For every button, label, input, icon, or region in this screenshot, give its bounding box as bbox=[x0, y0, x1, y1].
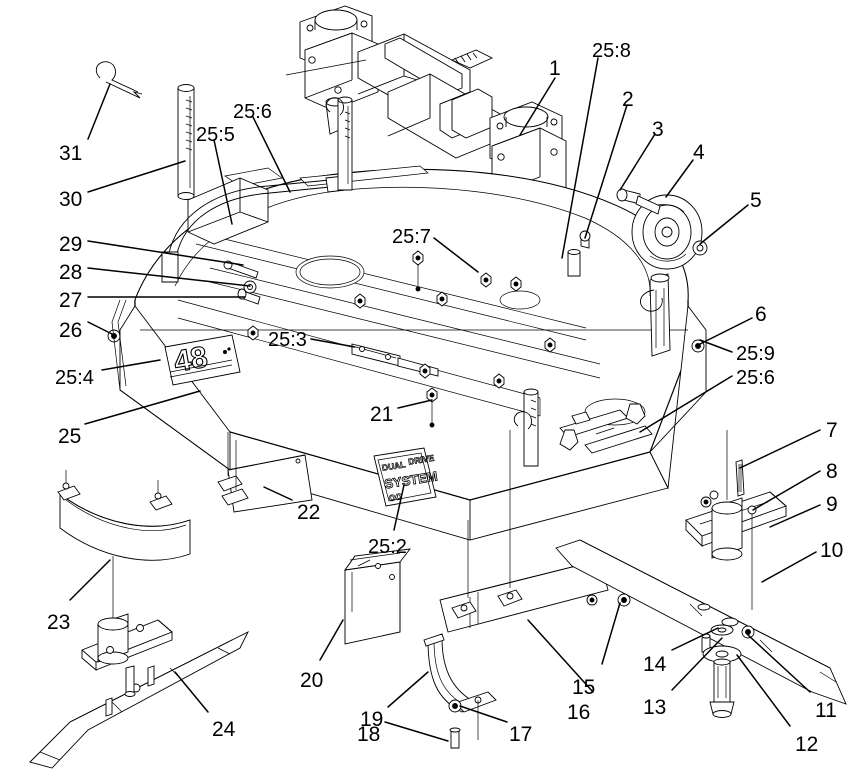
callout-16[interactable]: 16 bbox=[567, 701, 591, 724]
height-pins-and-rods bbox=[95, 61, 581, 467]
size-decal-48: 48 bbox=[164, 334, 241, 386]
leader-line-5 bbox=[699, 204, 749, 245]
callout-29[interactable]: 29 bbox=[59, 233, 83, 256]
leader-line-25-2 bbox=[393, 484, 405, 531]
callout-10[interactable]: 10 bbox=[820, 539, 844, 562]
part-19-baffle-curved bbox=[423, 633, 497, 740]
svg-text:48: 48 bbox=[171, 341, 210, 379]
callout-15[interactable]: 15 bbox=[572, 676, 596, 699]
callout-25-6[interactable]: 25:6 bbox=[736, 367, 775, 389]
callout-25-8[interactable]: 25:8 bbox=[592, 40, 631, 62]
callout-25-4[interactable]: 25:4 bbox=[55, 367, 94, 389]
leader-line-14 bbox=[671, 627, 719, 651]
callout-22[interactable]: 22 bbox=[297, 501, 321, 524]
leader-line-25-6b bbox=[639, 375, 733, 433]
callout-4[interactable]: 4 bbox=[693, 141, 705, 164]
svg-text:DUAL: DUAL bbox=[381, 459, 406, 473]
svg-text:oo: oo bbox=[388, 490, 403, 504]
leader-line-25-8 bbox=[561, 57, 599, 259]
callout-21[interactable]: 21 bbox=[370, 403, 394, 426]
part-16-skirt bbox=[439, 430, 609, 633]
leader-line-10 bbox=[761, 551, 817, 583]
leader-line-8 bbox=[752, 470, 821, 511]
leader-line-16 bbox=[527, 619, 594, 693]
leader-line-31 bbox=[87, 83, 111, 140]
callout-2[interactable]: 2 bbox=[622, 88, 634, 111]
callout-14[interactable]: 14 bbox=[643, 653, 667, 676]
callout-25-7[interactable]: 25:7 bbox=[392, 226, 431, 248]
leader-line-25-7 bbox=[433, 237, 479, 273]
leader-line-25-9 bbox=[699, 339, 733, 353]
deck-hardware-fasteners bbox=[107, 250, 631, 749]
callout-25-6[interactable]: 25:6 bbox=[233, 101, 272, 123]
callout-30[interactable]: 30 bbox=[59, 188, 83, 211]
leader-line-22 bbox=[263, 486, 293, 501]
callout-12[interactable]: 12 bbox=[795, 733, 819, 756]
caster-wheel-assembly bbox=[579, 188, 708, 357]
callout-25-9[interactable]: 25:9 bbox=[736, 343, 775, 365]
callout-20[interactable]: 20 bbox=[300, 669, 324, 692]
leader-line-2 bbox=[584, 104, 628, 239]
callout-11[interactable]: 11 bbox=[815, 699, 837, 722]
leader-line-30 bbox=[87, 160, 186, 193]
callout-6[interactable]: 6 bbox=[755, 303, 767, 326]
part-24-blade-left bbox=[29, 556, 250, 769]
leader-line-25-4 bbox=[101, 359, 161, 371]
callout-3[interactable]: 3 bbox=[652, 118, 664, 141]
leader-line-21 bbox=[397, 399, 433, 409]
leader-line-17 bbox=[459, 705, 508, 723]
leader-line-1 bbox=[519, 77, 556, 136]
leader-line-23 bbox=[69, 559, 111, 601]
leader-line-12 bbox=[736, 654, 791, 727]
leader-line-25-6 bbox=[252, 116, 291, 193]
leader-line-25 bbox=[84, 390, 201, 425]
callout-8[interactable]: 8 bbox=[826, 460, 838, 483]
callout-31[interactable]: 31 bbox=[59, 142, 83, 165]
leader-line-25-3 bbox=[310, 338, 356, 348]
part-20-deflector bbox=[344, 548, 412, 645]
part-23-baffle bbox=[57, 470, 191, 561]
leader-line-15 bbox=[601, 602, 621, 665]
callout-23[interactable]: 23 bbox=[47, 611, 71, 634]
part-22-skirt-rail bbox=[217, 432, 313, 513]
callout-9[interactable]: 9 bbox=[826, 493, 838, 516]
leader-line-3 bbox=[619, 133, 656, 191]
callout-28[interactable]: 28 bbox=[59, 261, 83, 284]
dual-drive-system-decal: DUAL DRIVE SYSTEM oo bbox=[373, 447, 439, 507]
callout-25-5[interactable]: 25:5 bbox=[196, 124, 235, 146]
leader-line-28 bbox=[87, 267, 251, 287]
leader-line-25-5 bbox=[213, 139, 233, 225]
leader-line-20 bbox=[319, 619, 344, 661]
leader-line-19 bbox=[387, 671, 429, 708]
leader-line-29 bbox=[87, 240, 244, 266]
leader-line-24 bbox=[174, 671, 209, 713]
leader-line-7 bbox=[739, 429, 821, 469]
callout-19[interactable]: 19 bbox=[360, 708, 384, 731]
callout-7[interactable]: 7 bbox=[826, 419, 838, 442]
leader-line-6 bbox=[699, 317, 753, 345]
callout-1[interactable]: 1 bbox=[549, 57, 561, 80]
callout-27[interactable]: 27 bbox=[59, 289, 83, 312]
leader-line-18 bbox=[384, 721, 449, 742]
leader-line-13 bbox=[671, 637, 723, 691]
leader-lines bbox=[69, 57, 821, 742]
svg-text:DRIVE: DRIVE bbox=[408, 453, 436, 467]
callout-25-3[interactable]: 25:3 bbox=[268, 329, 307, 351]
callout-13[interactable]: 13 bbox=[643, 696, 667, 719]
callout-25[interactable]: 25 bbox=[58, 425, 82, 448]
callout-17[interactable]: 17 bbox=[509, 723, 533, 746]
leader-line-4 bbox=[665, 159, 694, 198]
leader-line-11 bbox=[747, 634, 811, 693]
right-blade-spindle-stack bbox=[555, 430, 847, 718]
callout-18[interactable]: 18 bbox=[357, 723, 381, 746]
mower-deck-shell bbox=[119, 165, 707, 541]
callout-25-2[interactable]: 25:2 bbox=[368, 536, 407, 558]
callout-24[interactable]: 24 bbox=[212, 718, 236, 741]
leader-line-9 bbox=[769, 504, 821, 528]
callout-5[interactable]: 5 bbox=[750, 189, 762, 212]
callout-26[interactable]: 26 bbox=[59, 319, 83, 342]
leader-line-26 bbox=[87, 321, 113, 335]
